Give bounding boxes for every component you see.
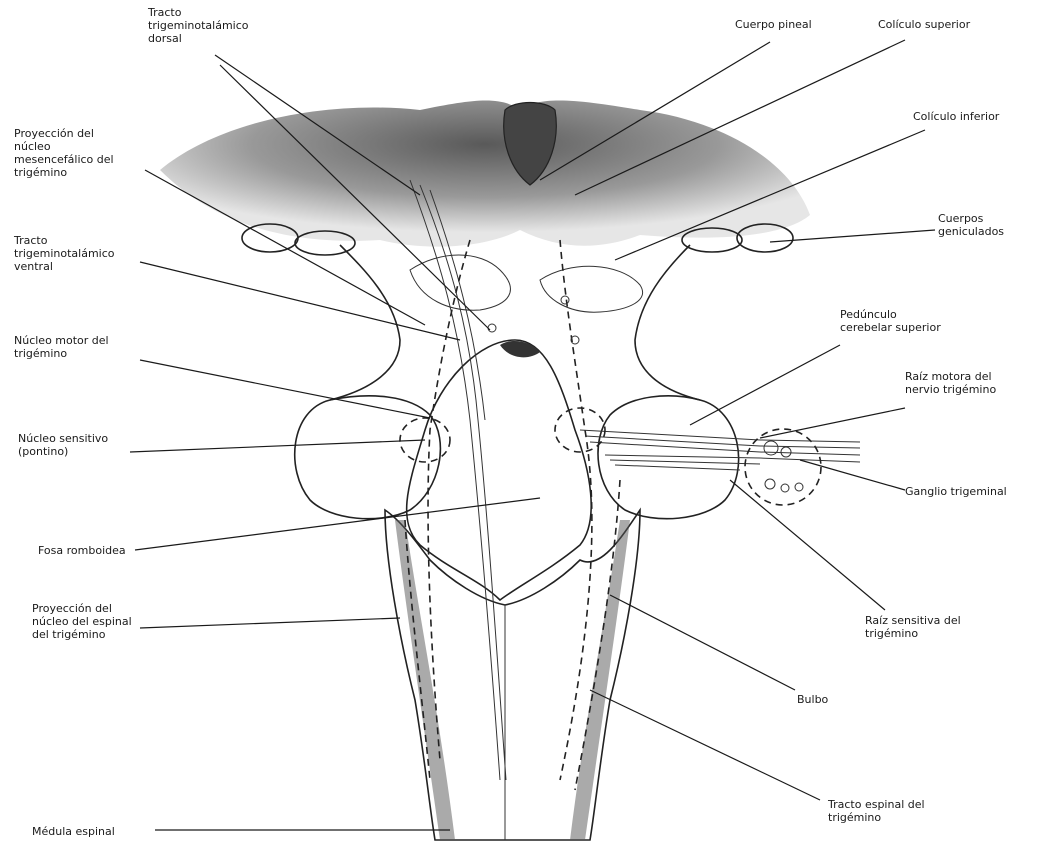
label-line: mesencefálico del [14, 153, 114, 166]
ganglion-cell-3 [765, 479, 775, 489]
label-line: (pontino) [18, 445, 68, 458]
leader-tracto-ventral [140, 262, 460, 340]
leader-raiz-motora [760, 408, 905, 438]
label-line: trigeminotalámico [14, 247, 115, 260]
ganglion-cell-4 [781, 484, 789, 492]
label-line: del trigémino [32, 628, 106, 641]
label-line: ventral [14, 260, 53, 273]
label-line: dorsal [148, 32, 182, 45]
label-nucleo-sensitivo: Núcleo sensitivo(pontino) [18, 432, 108, 458]
colliculi-outline [410, 255, 643, 312]
pons-left-lobe [295, 396, 441, 519]
label-line: Núcleo motor del [14, 334, 109, 347]
mesencephalic-nucleus-cell-1 [561, 296, 569, 304]
fossa-upper-shadow [500, 341, 540, 357]
label-line: trigémino [14, 347, 67, 360]
label-line: Bulbo [797, 693, 829, 706]
label-line: Fosa romboidea [38, 544, 126, 557]
leader-fosa [135, 498, 540, 550]
label-proyeccion-mesencefalico: Proyección delnúcleomesencefálico deltri… [14, 127, 114, 179]
leader-nucleo-sensitivo [130, 440, 425, 452]
medulla-shading-left [395, 520, 455, 840]
label-line: núcleo [14, 140, 51, 153]
label-line: trigémino [828, 811, 881, 824]
label-cuerpo-pineal: Cuerpo pineal [735, 18, 812, 31]
label-line: trigémino [865, 627, 918, 640]
label-line: nervio trigémino [905, 383, 996, 396]
medulla-shading-right [570, 520, 630, 840]
leader-tracto-espinal [590, 690, 820, 800]
label-line: cerebelar superior [840, 321, 941, 334]
label-bulbo: Bulbo [797, 693, 829, 706]
label-coliculo-inferior: Colículo inferior [913, 110, 1000, 123]
leader-raiz-sensitiva [730, 480, 885, 610]
dashed-tract-right [560, 240, 592, 780]
label-line: Tracto [147, 6, 182, 19]
label-line: Cuerpo pineal [735, 18, 812, 31]
ganglion-cell-2 [781, 447, 791, 457]
label-line: Tracto [13, 234, 48, 247]
label-line: Proyección del [32, 602, 112, 615]
mesencephalic-nucleus-cell-3 [488, 324, 496, 332]
leader-ganglio [800, 460, 905, 490]
leader-proyeccion-espinal [140, 618, 400, 628]
trigeminal-root-fibers [580, 430, 760, 470]
label-line: Tracto espinal del [827, 798, 925, 811]
label-line: trigeminotalámico [148, 19, 249, 32]
label-line: Colículo superior [878, 18, 971, 31]
label-line: Raíz sensitiva del [865, 614, 961, 627]
label-line: Cuerpos [938, 212, 984, 225]
ganglion-cell-1 [764, 441, 778, 455]
label-line: Raíz motora del [905, 370, 992, 383]
ganglion-cell-5 [795, 483, 803, 491]
root-fine-lines [760, 440, 860, 462]
leader-pedunculo [690, 345, 840, 425]
label-medula: Médula espinal [32, 825, 115, 838]
label-line: trigémino [14, 166, 67, 179]
label-line: Núcleo sensitivo [18, 432, 108, 445]
label-line: geniculados [938, 225, 1004, 238]
leader-cuerpos-geniculados [770, 230, 935, 242]
dashed-tract-left [428, 240, 470, 760]
label-line: Pedúnculo [840, 308, 897, 321]
rhomboid-fossa [407, 340, 592, 600]
label-coliculo-superior: Colículo superior [878, 18, 971, 31]
label-ganglio: Ganglio trigeminal [905, 485, 1007, 498]
label-line: núcleo del espinal [32, 615, 132, 628]
label-fosa: Fosa romboidea [38, 544, 126, 557]
label-line: Colículo inferior [913, 110, 1000, 123]
label-line: Ganglio trigeminal [905, 485, 1007, 498]
leader-nucleo-motor [140, 360, 430, 418]
midbrain-outline [330, 245, 700, 400]
leader-bulbo [610, 595, 795, 690]
label-line: Médula espinal [32, 825, 115, 838]
label-line: Proyección del [14, 127, 94, 140]
